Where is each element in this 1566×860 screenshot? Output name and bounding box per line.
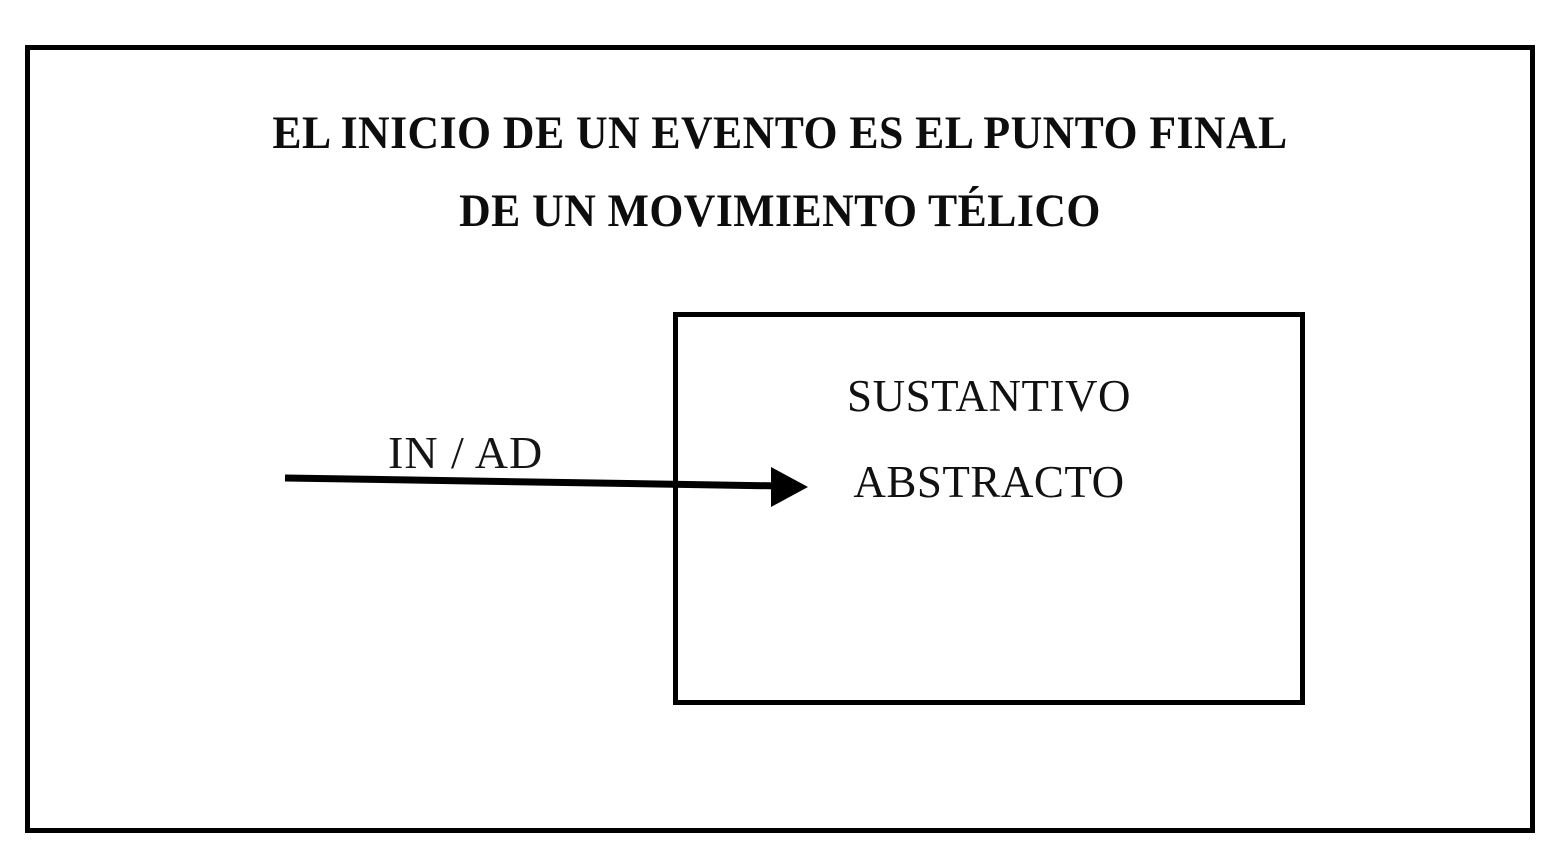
page-title: EL INICIO DE UN EVENTO ES EL PUNTO FINAL… [83,94,1478,250]
concept-box-label: SUSTANTIVO ABSTRACTO [678,353,1300,525]
concept-box: SUSTANTIVO ABSTRACTO [673,312,1305,705]
slide-outer-frame: EL INICIO DE UN EVENTO ES EL PUNTO FINAL… [25,45,1535,833]
page-title-line-1: EL INICIO DE UN EVENTO ES EL PUNTO FINAL [272,107,1288,159]
page-title-line-2: DE UN MOVIMIENTO TÉLICO [459,185,1101,237]
concept-box-line-2: ABSTRACTO [853,457,1125,507]
concept-box-line-1: SUSTANTIVO [847,371,1131,421]
arrow-label: IN / AD [388,427,544,478]
